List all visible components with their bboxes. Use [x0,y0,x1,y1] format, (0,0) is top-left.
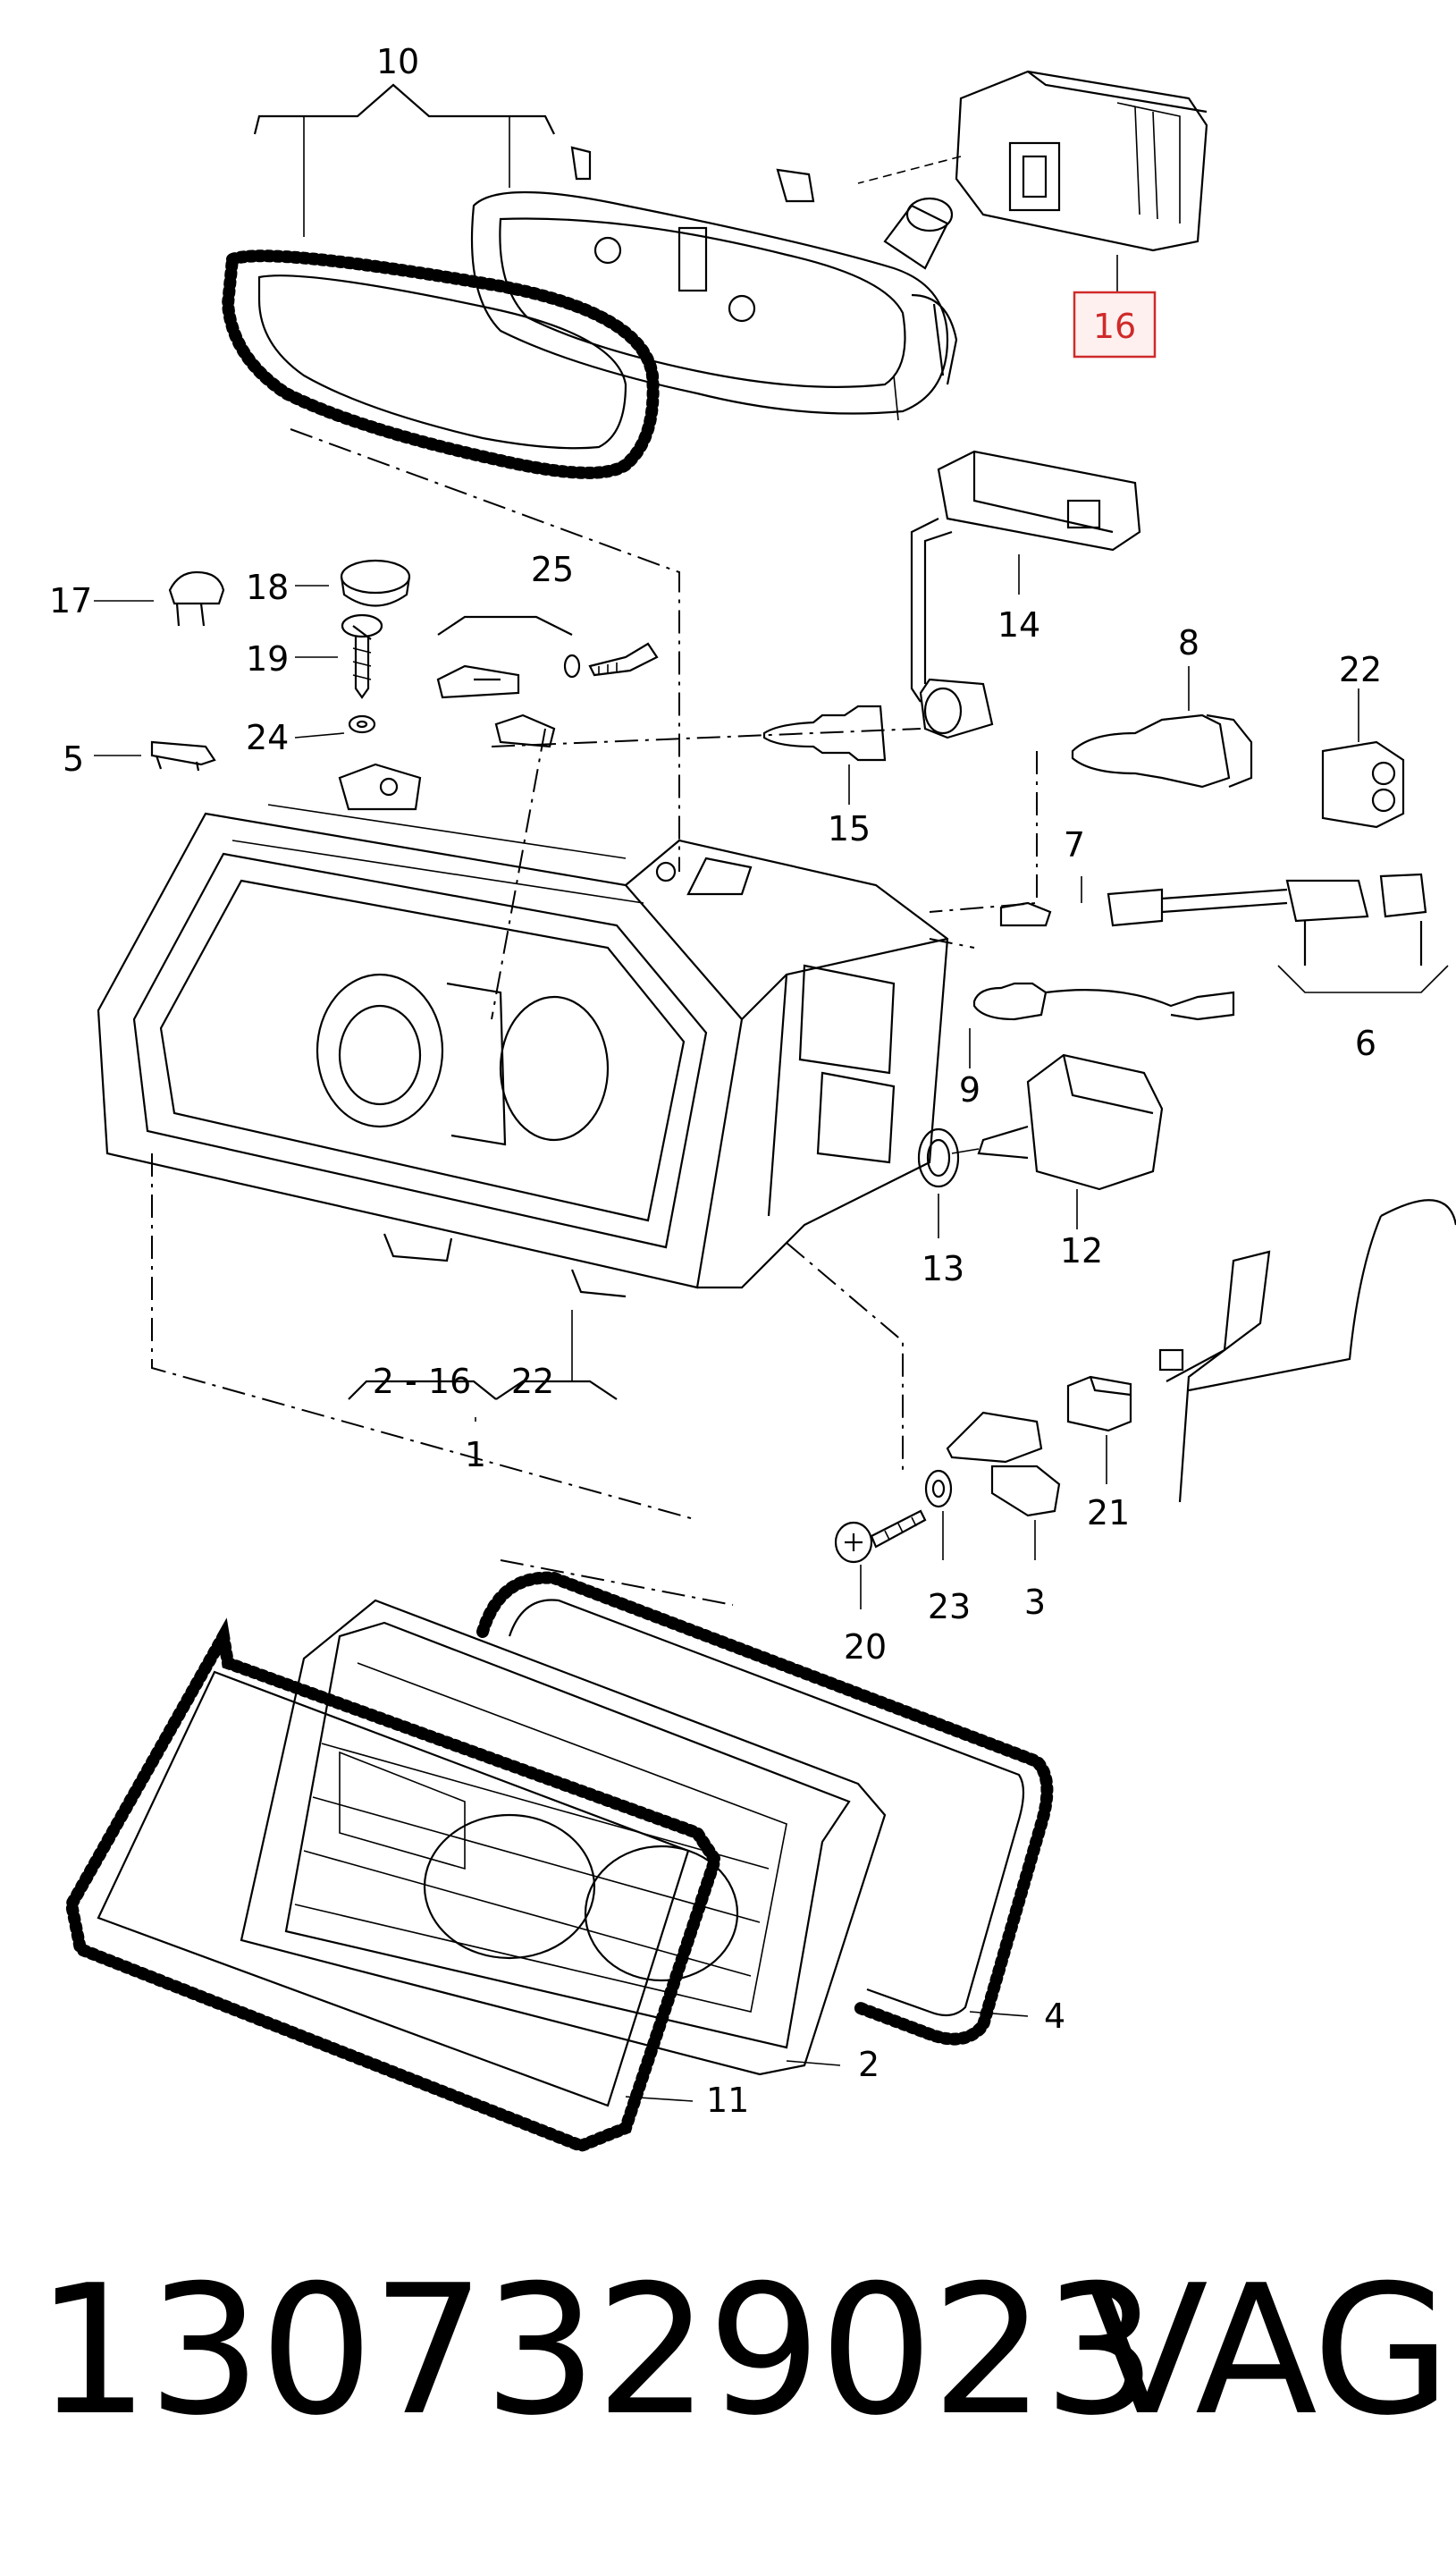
callout-8: 8 [1178,623,1199,663]
callout-11: 11 [706,2081,749,2120]
brand-label: VAG [1086,2247,1451,2455]
callout-18: 18 [246,568,289,607]
callout-12: 12 [1060,1231,1103,1271]
lens-gaskets [64,1559,1054,2153]
callout-15: 15 [828,809,871,848]
housing-gasket-part-10 [221,83,958,479]
callout-22-top: 22 [1339,650,1382,689]
callout-25: 25 [531,550,574,589]
callout-1: 1 [465,1435,486,1474]
callout-22-bottom: 22 [511,1362,554,1401]
assembly-leaders [151,428,1038,1521]
footer: 1307329023 VAG [0,2235,1456,2468]
callout-2-16: 2 - 16 [373,1362,471,1401]
callout-24: 24 [246,718,289,757]
highlight-box-16 [1073,291,1157,359]
callout-21: 21 [1087,1493,1130,1532]
part-number: 1307329023 [36,2247,1157,2455]
control-unit-part-16 [857,70,1208,295]
callout-20: 20 [844,1627,887,1667]
small-hardware [94,559,659,772]
callout-2: 2 [858,2045,879,2084]
callout-14: 14 [997,605,1040,645]
callout-23: 23 [928,1587,971,1626]
electrics-upper [762,450,1449,1068]
headlamp-body-part-1 [97,763,1164,1422]
lower-hardware [834,1199,1456,1609]
callout-9: 9 [959,1070,980,1110]
callout-10: 10 [376,42,419,81]
callout-19: 19 [246,639,289,679]
callout-17: 17 [49,581,92,621]
callout-5: 5 [63,739,84,779]
callout-6: 6 [1355,1024,1376,1063]
callout-7: 7 [1064,825,1085,865]
callout-3: 3 [1024,1583,1046,1622]
callout-4: 4 [1044,1997,1065,2036]
callout-13: 13 [922,1249,964,1288]
callout-labels: 10 16 17 18 25 19 14 8 22 24 5 15 7 6 9 … [49,42,1382,2120]
callout-16: 16 [1093,307,1136,346]
